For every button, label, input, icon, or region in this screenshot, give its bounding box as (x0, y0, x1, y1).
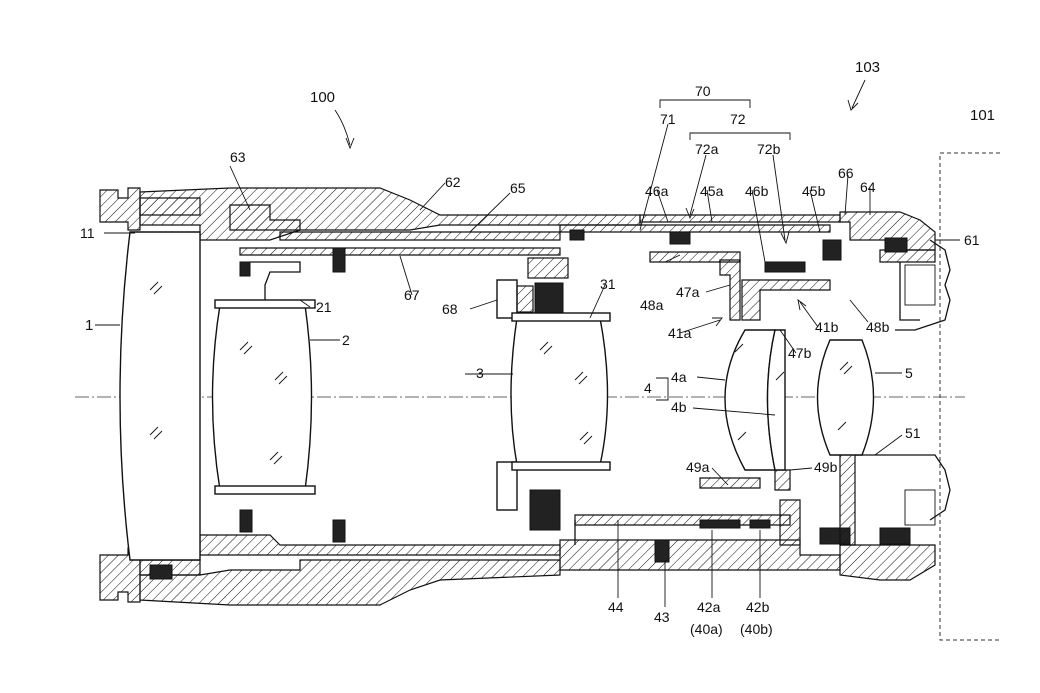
label-64: 64 (860, 179, 876, 195)
label-47a: 47a (676, 284, 700, 300)
label-1: 1 (85, 317, 93, 334)
label-42a: 42a (697, 599, 721, 615)
label-40b: (40b) (740, 621, 773, 637)
label-49a: 49a (686, 459, 710, 475)
label-66: 66 (838, 165, 854, 181)
leader-lines (95, 79, 960, 607)
outer-barrel-upper (99, 187, 951, 331)
label-4a: 4a (671, 369, 687, 385)
label-31: 31 (600, 276, 616, 292)
lens-holder-31-lower (511, 461, 611, 471)
label-3: 3 (476, 365, 484, 381)
lens-holder-31 (511, 312, 611, 322)
label-62: 62 (445, 174, 461, 190)
label-65: 65 (510, 180, 526, 196)
lens-holder-21-lower (214, 485, 316, 495)
label-100: 100 (310, 89, 335, 106)
label-72b: 72b (757, 141, 781, 157)
lens-3 (510, 317, 609, 466)
label-49b: 49b (814, 459, 838, 475)
label-67: 67 (404, 287, 420, 303)
label-41a: 41a (668, 325, 692, 341)
label-61: 61 (964, 232, 980, 248)
label-71: 71 (660, 111, 676, 127)
label-11: 11 (80, 225, 95, 241)
label-70: 70 (695, 83, 711, 99)
label-51: 51 (905, 425, 921, 441)
label-5: 5 (905, 365, 913, 381)
label-103: 103 (855, 59, 880, 76)
label-43: 43 (654, 609, 670, 625)
lens-4b (766, 329, 786, 471)
label-63: 63 (230, 149, 246, 165)
label-101: 101 (970, 107, 995, 124)
label-45a: 45a (700, 183, 724, 199)
label-40a: (40a) (690, 621, 723, 637)
label-48b: 48b (866, 319, 890, 335)
reference-labels: 100 103 101 70 71 72 72a 72b 63 62 65 46… (80, 59, 995, 637)
camera-body-outline (939, 152, 1000, 641)
label-41b: 41b (815, 319, 839, 335)
label-42b: 42b (746, 599, 770, 615)
label-47b: 47b (788, 345, 812, 361)
label-2: 2 (342, 332, 350, 348)
label-21: 21 (316, 299, 332, 315)
outer-barrel-lower (99, 449, 951, 606)
glass-marks (149, 281, 853, 465)
lens-1 (119, 231, 201, 561)
label-4: 4 (644, 380, 652, 396)
lens-5 (816, 339, 875, 456)
label-72a: 72a (695, 141, 719, 157)
label-46a: 46a (645, 183, 669, 199)
label-68: 68 (442, 301, 458, 317)
label-44: 44 (608, 599, 624, 615)
label-4b: 4b (671, 399, 687, 415)
lens-holder-21 (214, 299, 316, 309)
label-45b: 45b (802, 183, 826, 199)
label-72: 72 (730, 111, 746, 127)
label-48a: 48a (640, 297, 664, 313)
label-46b: 46b (745, 183, 769, 199)
lens-2 (211, 304, 313, 491)
